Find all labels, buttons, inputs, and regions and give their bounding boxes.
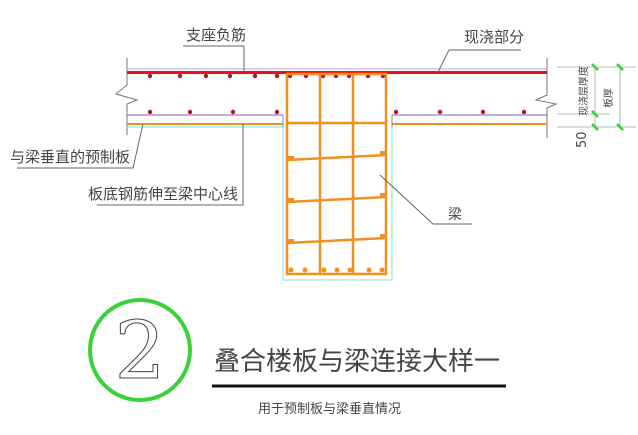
detail-number: 2: [115, 304, 166, 397]
precast-slab-left: [127, 109, 284, 128]
precast-slab-right: [391, 109, 547, 127]
dimension-lines: [557, 66, 636, 128]
beam-bottom-rebar: [288, 151, 386, 273]
detail-subtitle: 用于预制板与梁垂直情况: [258, 402, 401, 417]
leader-lines: [17, 45, 521, 225]
dimension-ticks: [591, 63, 624, 131]
detail-number-circle: [88, 298, 192, 402]
label-cast-in-place-part: 现浇部分: [464, 28, 524, 46]
left-break-line: [114, 58, 139, 135]
cast-in-place-top: [127, 68, 547, 74]
label-support-negative-rebar: 支座负筋: [186, 26, 246, 44]
beam-rebar-cage: [285, 72, 388, 276]
label-precast-slab: 与梁垂直的预制板: [10, 148, 130, 166]
right-break-line: [534, 58, 558, 138]
label-beam: 梁: [448, 207, 462, 223]
label-dim-50: 50: [575, 131, 590, 148]
label-slab-thickness: 板厚: [602, 88, 615, 108]
beam-outline: [282, 127, 393, 281]
label-cast-layer-thickness: 现浇层厚度: [577, 66, 590, 116]
label-slab-bottom-rebar: 板底钢筋伸至梁中心线: [88, 185, 238, 203]
detail-title: 叠合楼板与梁连接大样一: [214, 347, 500, 377]
